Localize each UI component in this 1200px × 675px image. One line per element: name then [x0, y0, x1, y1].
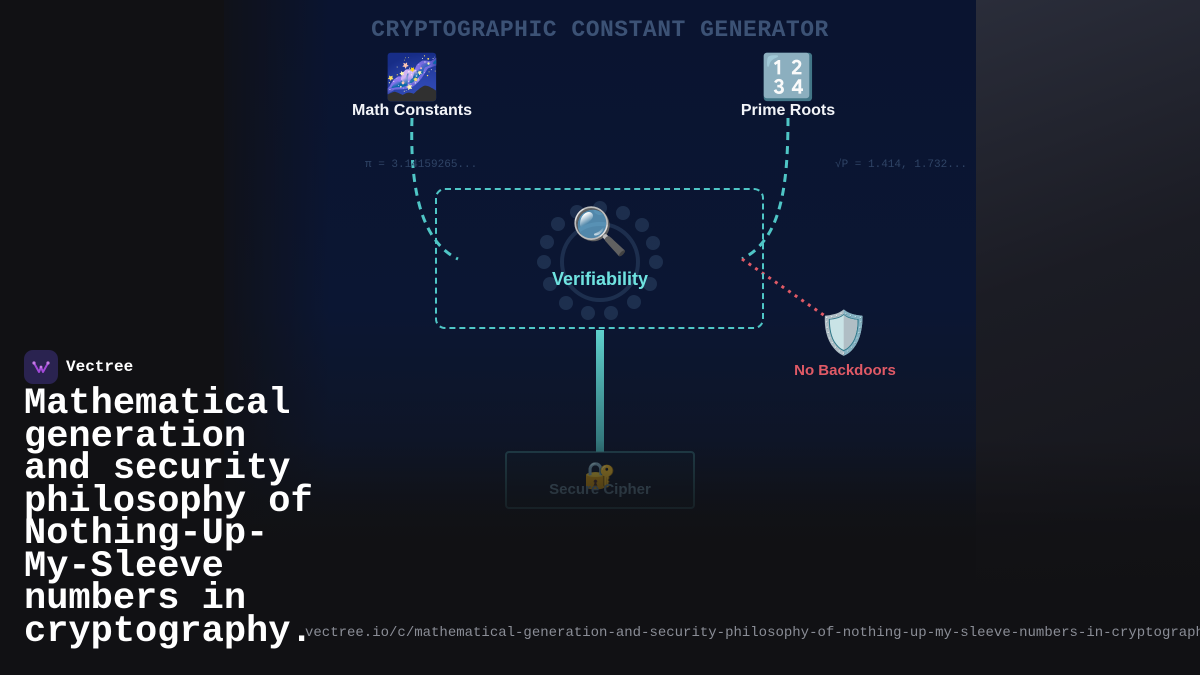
gear-ring-decoration [537, 201, 663, 320]
link-prime-to-verifiability [741, 117, 790, 261]
link-verifiability-to-nobackdoors [741, 257, 829, 320]
page-url[interactable]: vectree.io/c/mathematical-generation-and… [305, 625, 1200, 641]
node-label: Prime Roots [740, 102, 836, 119]
secure-cipher-label: Secure Cipher [549, 481, 651, 498]
headline: Mathematical generation and security phi… [24, 383, 313, 653]
node-prime-roots: 🔢 Prime Roots [728, 54, 848, 120]
brand-name: Vectree [66, 358, 134, 376]
vectree-logo-icon [24, 350, 58, 384]
annotation-sqrt-primes: √P = 1.414, 1.732... [835, 159, 968, 171]
shield-icon: 🛡️ [817, 309, 871, 356]
brand[interactable]: Vectree [24, 350, 133, 384]
numbers-icon: 🔢 [760, 53, 816, 102]
diagram-title: CRYPTOGRAPHIC CONSTANT GENERATOR [371, 17, 829, 43]
secure-cipher-box: 🔐 Secure Cipher [505, 451, 695, 509]
link-verifiability-to-cipher [596, 330, 604, 452]
verifiability-label: Verifiability [551, 269, 649, 289]
milky-way-icon: 🌌 [384, 53, 440, 102]
magnifying-glass-icon: 🔍 [571, 205, 629, 257]
verifiability-box [435, 188, 764, 329]
no-backdoors-label: No Backdoors [794, 362, 896, 379]
node-math-constants: 🌌 Math Constants [340, 54, 484, 120]
annotation-pi: π = 3.14159265... [365, 159, 478, 171]
link-math-to-verifiability [410, 117, 459, 261]
node-label: Math Constants [352, 102, 472, 119]
